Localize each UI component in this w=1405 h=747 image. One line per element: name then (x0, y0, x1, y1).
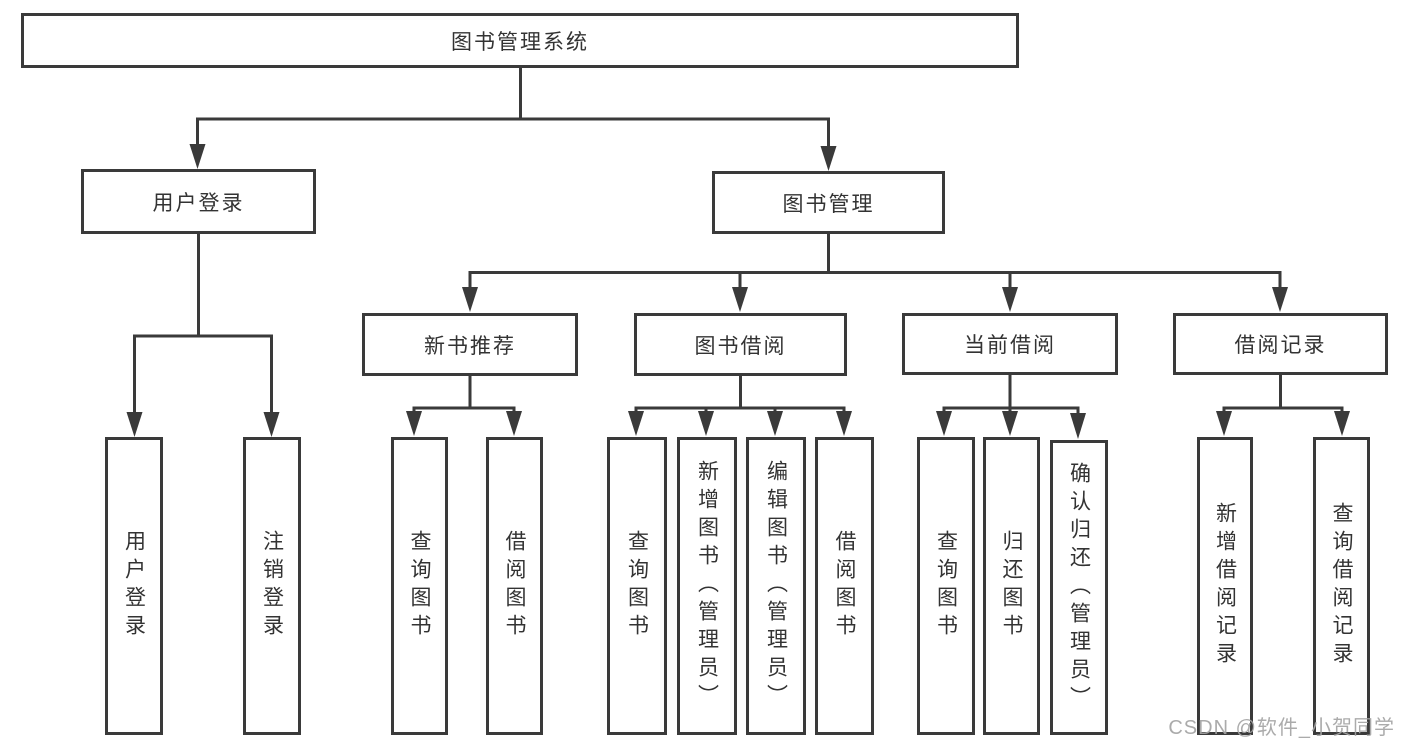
node-label: 编辑图书（管理员） (764, 460, 788, 712)
node-label: 当前借阅 (964, 334, 1056, 357)
leaf-borrow-books-recommend: 借阅图书 (486, 437, 543, 735)
leaf-edit-book-admin: 编辑图书（管理员） (746, 437, 806, 735)
node-label: 查询图书 (934, 530, 958, 642)
node-label: 新增借阅记录 (1213, 502, 1237, 670)
node-book-management-group: 图书管理 (712, 171, 945, 234)
node-label: 借阅记录 (1234, 334, 1327, 357)
leaf-query-books-recommend: 查询图书 (391, 437, 448, 735)
leaf-confirm-return-admin: 确认归还（管理员） (1050, 440, 1108, 735)
node-current-borrow: 当前借阅 (902, 313, 1118, 375)
leaf-query-borrow-record: 查询借阅记录 (1313, 437, 1370, 735)
node-label: 注销登录 (260, 530, 284, 642)
node-label: 查询图书 (408, 530, 431, 642)
node-label: 借阅图书 (833, 530, 856, 642)
leaf-query-books-borrow: 查询图书 (607, 437, 667, 735)
leaf-add-book-admin: 新增图书（管理员） (677, 437, 737, 735)
node-label: 确认归还（管理员） (1067, 461, 1091, 714)
node-library-management-system: 图书管理系统 (21, 13, 1019, 68)
node-new-book-recommend: 新书推荐 (362, 313, 578, 376)
leaf-return-book: 归还图书 (983, 437, 1040, 735)
node-book-borrow: 图书借阅 (634, 313, 847, 376)
node-label: 新增图书（管理员） (695, 460, 719, 712)
node-label: 查询借阅记录 (1330, 502, 1353, 670)
node-label: 图书借阅 (694, 334, 787, 358)
node-label: 图书管理系统 (451, 30, 589, 54)
leaf-logout: 注销登录 (243, 437, 301, 735)
node-label: 借阅图书 (503, 530, 526, 642)
node-label: 用户登录 (152, 191, 245, 215)
node-user-login-group: 用户登录 (81, 169, 316, 234)
node-label: 用户登录 (122, 530, 146, 642)
node-label: 查询图书 (625, 530, 649, 642)
node-label: 新书推荐 (424, 334, 516, 358)
csdn-watermark: CSDN @软件_小贺同学 (1168, 717, 1395, 739)
leaf-user-login: 用户登录 (105, 437, 163, 735)
leaf-add-borrow-record: 新增借阅记录 (1197, 437, 1253, 735)
node-label: 归还图书 (1000, 530, 1023, 642)
node-label: 图书管理 (782, 192, 875, 216)
leaf-borrow-books: 借阅图书 (815, 437, 874, 735)
leaf-query-books-current: 查询图书 (917, 437, 975, 735)
node-borrow-records: 借阅记录 (1173, 313, 1388, 375)
